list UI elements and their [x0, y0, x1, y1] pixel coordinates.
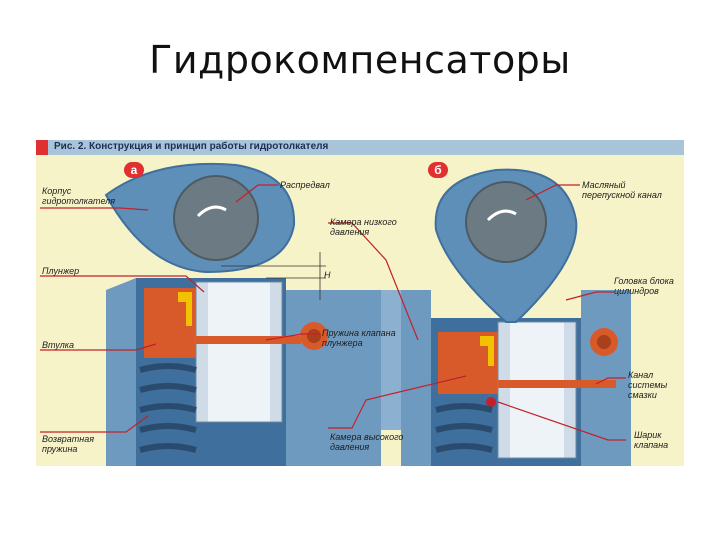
cylinder-head-b — [401, 290, 431, 466]
label-high-pressure-chamber: Камера высокого давления — [330, 432, 404, 452]
cylinder-head-a — [106, 278, 136, 466]
panel-a-badge: а — [124, 162, 144, 178]
label-plunger: Плунжер — [42, 266, 80, 276]
label-tappet-body: Корпус гидротолкателя — [42, 186, 116, 206]
label-sleeve: Втулка — [42, 340, 75, 350]
panel-a-artwork — [104, 162, 401, 466]
diagram-artwork — [40, 162, 631, 466]
label-plunger-valve-spring: Пружина клапана плунжера — [322, 328, 396, 348]
label-cylinder-head: Головка блока цилиндров — [614, 276, 674, 296]
label-oil-bypass-channel: Масляный перепускной канал — [582, 180, 662, 200]
hydraulic-tappet-figure: Рис. 2. Конструкция и принцип работы гид… — [36, 140, 684, 466]
figure-caption: Рис. 2. Конструкция и принцип работы гид… — [54, 141, 329, 152]
leader-lines — [40, 184, 626, 441]
check-valve-a — [178, 292, 192, 326]
label-return-spring: Возвратная пружина — [42, 434, 95, 454]
label-gap-h: H — [324, 270, 331, 280]
label-camshaft: Распредвал — [280, 180, 330, 190]
ball-valve-b — [486, 397, 496, 407]
check-valve-b — [480, 336, 494, 366]
figure-caption-bar: Рис. 2. Конструкция и принцип работы гид… — [36, 140, 684, 155]
panel-b-artwork — [401, 168, 631, 466]
label-lubrication-channel: Канал системы смазки — [628, 370, 668, 400]
panel-b-badge: б — [428, 162, 448, 178]
label-low-pressure-chamber: Камера низкого давления — [330, 217, 397, 237]
slide-title: Гидрокомпенсаторы — [149, 38, 571, 82]
caption-marker — [36, 140, 48, 155]
label-ball-valve: Шарик клапана — [634, 430, 669, 450]
